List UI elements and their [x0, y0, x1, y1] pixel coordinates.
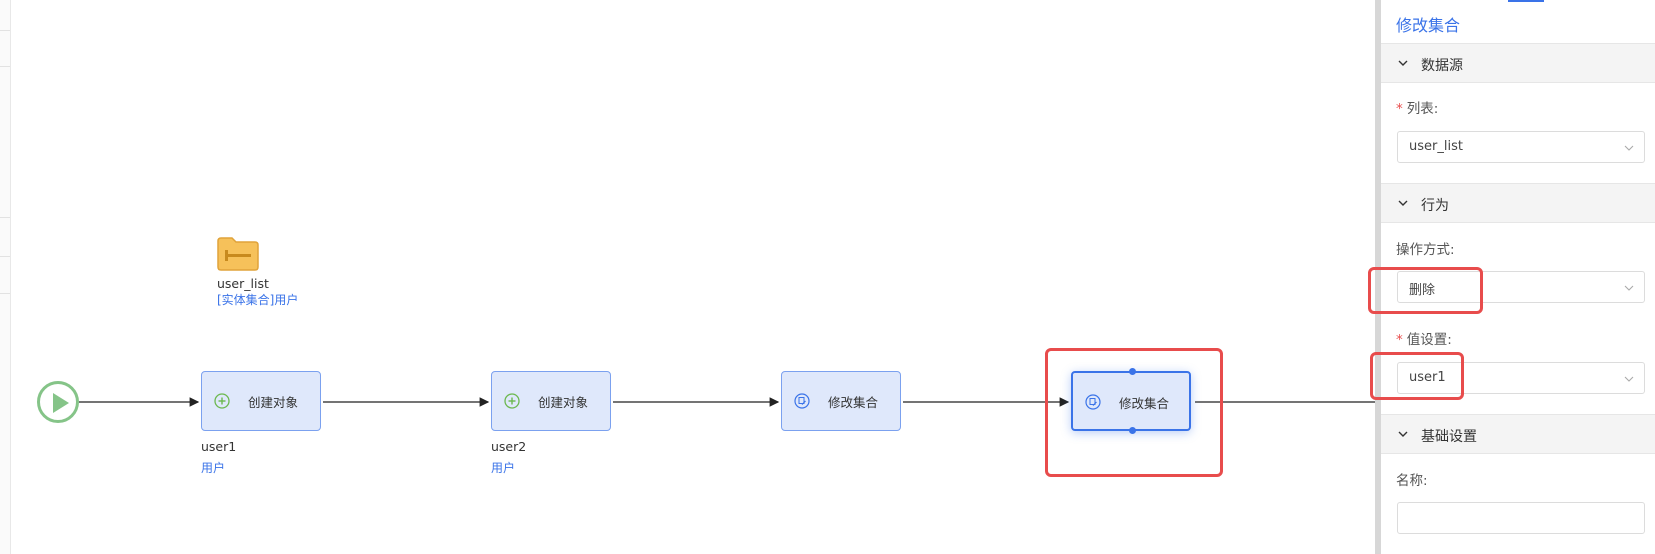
folder-collection-icon[interactable] [217, 237, 259, 271]
panel-title: 修改集合 [1396, 16, 1461, 35]
node-modify-collection-1[interactable]: 修改集合 [781, 371, 901, 431]
flow-connectors [79, 397, 1375, 407]
collection-name: user_list [217, 276, 269, 291]
rail-divider [0, 30, 10, 31]
field-label-text: 值设置: [1406, 332, 1452, 348]
section-label: 数据源 [1421, 58, 1463, 74]
node-caption: user1 [201, 439, 237, 454]
node-subcaption: 用户 [201, 461, 226, 475]
flow-canvas[interactable]: user_list [实体集合]用户 创建对象 user1 用户 创建对象 us… [0, 0, 1375, 554]
section-label: 基础设置 [1421, 429, 1477, 445]
edit-collection-icon [794, 393, 810, 409]
select-value: 删除 [1409, 283, 1436, 298]
operation-select[interactable]: 删除 [1397, 271, 1645, 303]
chevron-down-icon [1398, 60, 1408, 66]
connection-handle-top[interactable] [1129, 368, 1136, 375]
node-caption: user2 [491, 439, 527, 454]
select-value: user1 [1409, 370, 1446, 385]
panel-splitter[interactable] [1375, 0, 1381, 554]
active-tab-indicator [1508, 0, 1544, 2]
field-label-value-setting: *值设置: [1396, 328, 1452, 348]
plus-circle-icon [214, 393, 230, 409]
chevron-down-icon [1624, 285, 1634, 291]
highlight-box-value-setting [1370, 352, 1464, 400]
rail-divider [0, 256, 10, 257]
edit-collection-icon [1085, 394, 1101, 410]
node-label: 创建对象 [538, 395, 589, 410]
play-icon [53, 393, 69, 413]
field-label-list: *列表: [1396, 97, 1438, 117]
required-mark: * [1396, 101, 1403, 117]
required-mark: * [1396, 332, 1403, 348]
section-label: 行为 [1421, 198, 1449, 214]
highlight-box-operation [1368, 267, 1483, 314]
connection-handle-bottom[interactable] [1129, 427, 1136, 434]
rail-divider [0, 217, 10, 218]
node-create-object-1[interactable]: 创建对象 [201, 371, 321, 431]
node-modify-collection-2[interactable]: 修改集合 [1071, 368, 1191, 434]
value-setting-select[interactable]: user1 [1397, 362, 1645, 394]
section-datasource-header[interactable]: 数据源 [1381, 43, 1655, 83]
node-create-object-2[interactable]: 创建对象 [491, 371, 611, 431]
chevron-down-icon [1624, 376, 1634, 382]
node-label: 修改集合 [828, 395, 879, 410]
select-value: user_list [1409, 139, 1463, 154]
node-subcaption: 用户 [491, 461, 516, 475]
rail-divider [0, 66, 10, 67]
panel-content: 修改集合 数据源 *列表: user_list 行为 操作方式: 删除 [1381, 0, 1655, 554]
collection-type: [实体集合]用户 [217, 293, 299, 307]
start-node[interactable] [37, 381, 79, 423]
rail-divider [0, 293, 10, 294]
field-label-text: 列表: [1406, 101, 1439, 117]
left-rail [0, 0, 11, 554]
plus-circle-icon [504, 393, 520, 409]
section-basic-header[interactable]: 基础设置 [1381, 414, 1655, 454]
section-behavior-header[interactable]: 行为 [1381, 183, 1655, 223]
node-label: 修改集合 [1119, 396, 1170, 411]
list-select[interactable]: user_list [1397, 131, 1645, 163]
node-label: 创建对象 [248, 395, 299, 410]
chevron-down-icon [1398, 431, 1408, 437]
properties-panel: 修改集合 数据源 *列表: user_list 行为 操作方式: 删除 [1375, 0, 1655, 554]
name-input[interactable] [1397, 502, 1645, 534]
field-label-name: 名称: [1396, 473, 1428, 489]
chevron-down-icon [1398, 200, 1408, 206]
chevron-down-icon [1624, 145, 1634, 151]
highlight-box-selected-node [1045, 348, 1223, 477]
field-label-operation: 操作方式: [1396, 242, 1455, 258]
